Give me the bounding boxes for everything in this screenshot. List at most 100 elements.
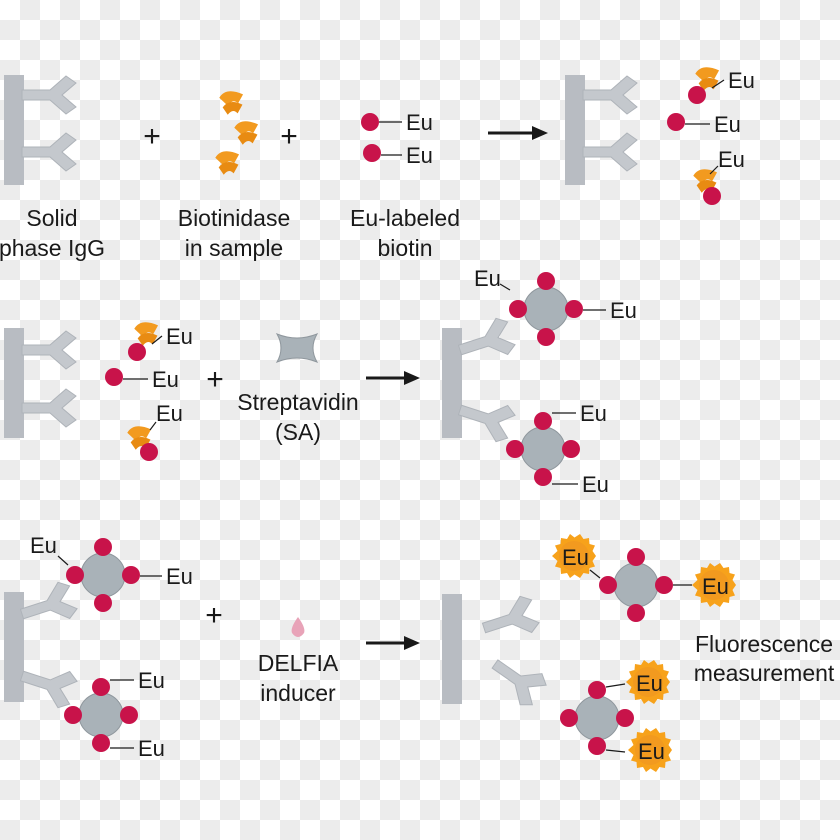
fluorescence-label-line1: Fluorescence: [695, 631, 833, 657]
antibody-icon: [477, 592, 542, 647]
cleaved-products: Eu Eu Eu: [667, 65, 755, 205]
eu-label: Eu: [562, 545, 589, 570]
europium-dot: [120, 706, 138, 724]
europium-dot: [64, 706, 82, 724]
europium-dot: [128, 343, 146, 361]
row3: Eu Eu Eu Eu + DELFIA inducer: [4, 533, 835, 772]
plus-sign: +: [280, 120, 298, 153]
europium-dot: [66, 566, 84, 584]
eu-label: Eu: [638, 739, 665, 764]
europium-dot: [655, 576, 673, 594]
solid-phase-igg: [4, 328, 77, 438]
europium-dot: [688, 86, 706, 104]
antibody-icon: [21, 388, 77, 428]
europium-dot: [537, 272, 555, 290]
solid-support-bar: [565, 75, 585, 185]
eu-label: Eu: [152, 367, 179, 392]
europium-dot: [94, 594, 112, 612]
eu-label: Eu: [138, 668, 165, 693]
europium-dot: [560, 709, 578, 727]
biotinidase-label-line1: Biotinidase: [178, 205, 291, 231]
europium-dot: [588, 737, 606, 755]
antibody-icon: [453, 391, 518, 446]
streptavidin-icon: [276, 333, 318, 363]
biotinidase-enzyme-icon: [133, 320, 160, 347]
eu-label: Eu: [156, 401, 183, 426]
solid-support-bar: [442, 594, 462, 704]
fluorescence-label-line2: measurement: [694, 660, 835, 686]
eu-label: Eu: [610, 298, 637, 323]
inducer-label-line1: DELFIA: [258, 650, 339, 676]
eu-label: Eu: [580, 401, 607, 426]
sa-complex-bottom: Eu Eu: [64, 668, 165, 761]
europium-dot: [94, 538, 112, 556]
antibody-icon: [453, 314, 518, 369]
reaction-arrow: [366, 371, 420, 385]
europium-dot: [506, 440, 524, 458]
europium-dot: [140, 443, 158, 461]
eu-label: Eu: [166, 564, 193, 589]
eu-label: Eu: [702, 574, 729, 599]
plus-sign: +: [143, 120, 161, 153]
europium-dot: [627, 548, 645, 566]
eu-label: Eu: [406, 143, 433, 168]
europium-dot: [509, 300, 527, 318]
sa-complex-top: Eu Eu: [474, 266, 637, 346]
europium-dot: [105, 368, 123, 386]
eu-label: Eu: [30, 533, 57, 558]
antibody-icon: [483, 647, 551, 712]
eu-label: Eu: [406, 110, 433, 135]
solid-support-bar: [4, 75, 24, 185]
europium-dot: [703, 187, 721, 205]
europium-dot: [534, 468, 552, 486]
eu-labeled-biotin: Eu Eu: [361, 110, 433, 168]
antibody-icon: [582, 132, 638, 172]
biotinidase-enzyme-icon: [233, 119, 260, 146]
sa-complex-top: Eu Eu: [30, 533, 193, 612]
europium-dot: [616, 709, 634, 727]
plus-sign: +: [205, 599, 223, 632]
solid-support-bar: [4, 592, 24, 702]
europium-dot: [537, 328, 555, 346]
plus-sign: +: [206, 363, 224, 396]
antibody-icon: [15, 657, 80, 712]
streptavidin-label-line1: Streptavidin: [237, 389, 358, 415]
biotinidase-enzyme-icon: [218, 89, 245, 116]
europium-dot: [562, 440, 580, 458]
solid-support-bar: [442, 328, 462, 438]
eu-label: Eu: [636, 671, 663, 696]
eu-biotin-label-line1: Eu-labeled: [350, 205, 460, 231]
eu-label: Eu: [728, 68, 755, 93]
antibody-icon: [15, 578, 80, 633]
inducer-label-line2: inducer: [260, 680, 336, 706]
product-solid-phase: [442, 314, 518, 446]
europium-dot: [565, 300, 583, 318]
antibody-icon: [21, 330, 77, 370]
europium-dot: [363, 144, 381, 162]
fluorescent-complex-top: Eu Eu: [552, 534, 736, 622]
europium-dot: [627, 604, 645, 622]
europium-dot: [122, 566, 140, 584]
solid-phase-label-line2: phase IgG: [0, 235, 105, 261]
solid-phase-igg: [4, 75, 77, 185]
released-antibodies: [442, 592, 551, 712]
biotinidase-enzymes: [214, 89, 260, 176]
europium-dot: [92, 734, 110, 752]
eu-label: Eu: [582, 472, 609, 497]
inducer-drop-icon: [291, 617, 305, 637]
product-solid-phase: [565, 75, 638, 185]
antibody-icon: [582, 75, 638, 115]
antibody-icon: [21, 132, 77, 172]
row1: + + Eu Eu Eu: [0, 65, 755, 261]
antibody-icon: [21, 75, 77, 115]
solid-phase-label-line1: Solid: [26, 205, 77, 231]
eu-label: Eu: [714, 112, 741, 137]
solid-phase-igg: [4, 578, 80, 712]
row2: Eu Eu Eu + Streptavidin (SA): [4, 266, 637, 497]
sa-complex-bottom: Eu Eu: [506, 401, 609, 497]
reaction-arrow: [488, 126, 548, 140]
eu-label: Eu: [138, 736, 165, 761]
fluorescent-complex-bottom: Eu Eu: [560, 660, 672, 772]
europium-dot: [534, 412, 552, 430]
